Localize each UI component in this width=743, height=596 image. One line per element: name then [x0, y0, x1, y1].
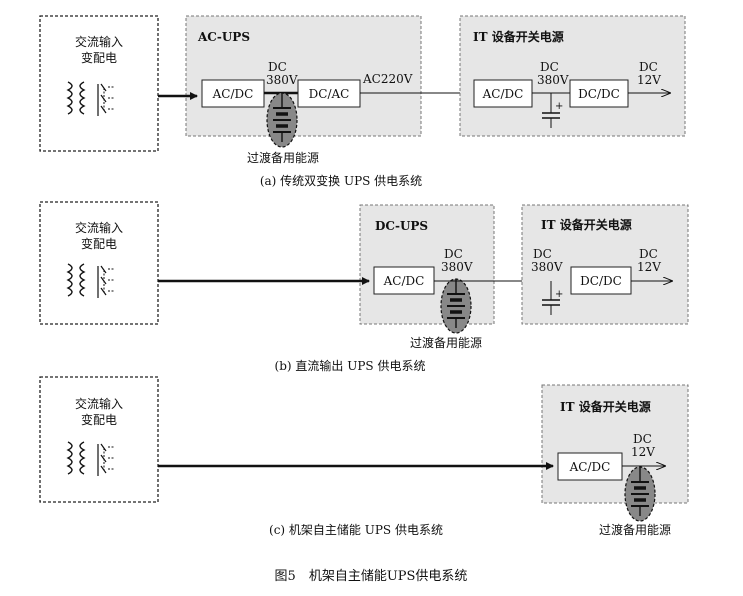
figure-caption: 图5 机架自主储能UPS供电系统 — [275, 569, 468, 584]
dc-ups-box: DC-UPS — [359, 204, 495, 325]
caption-a: (a) 传统双变换 UPS 供电系统 — [260, 173, 422, 188]
caption-b: (b) 直流输出 UPS 供电系统 — [275, 358, 426, 373]
panel-b: 交流输入 变配电 DC-UPS AC/DC DC 380V 过渡备用能源 IT … — [39, 201, 689, 373]
out-dc-label-b: DC — [639, 247, 658, 261]
dc-label-b: DC — [444, 247, 463, 261]
backup-label-c: 过渡备用能源 — [599, 522, 671, 537]
dc-voltage-a: 380V — [266, 73, 298, 87]
it-dc-voltage-a: 380V — [537, 73, 569, 87]
source-line1: 交流输入 — [75, 396, 123, 411]
it-ac-dc-block-a — [473, 79, 533, 108]
dc-ac-label-a: DC/AC — [309, 87, 350, 101]
panel-c: 交流输入 变配电 IT 设备开关电源 AC/DC DC 12V 过渡备用能源 (… — [39, 376, 689, 537]
source-line2: 变配电 — [81, 236, 117, 251]
battery-icon-a — [265, 91, 299, 149]
it-dc-label-a: DC — [540, 60, 559, 74]
it-psu-box-c: IT 设备开关电源 — [541, 384, 689, 504]
caption-c: (c) 机架自主储能 UPS 供电系统 — [269, 522, 443, 537]
out-voltage-c: 12V — [631, 445, 655, 459]
cap-plus-b: + — [555, 289, 563, 300]
it-psu-box-b: IT 设备开关电源 — [521, 204, 689, 325]
dc-ac-block-a — [297, 79, 361, 108]
source-line1: 交流输入 — [75, 34, 123, 49]
ac-dc-block-a — [201, 79, 265, 108]
ac-dc-block-b — [373, 266, 435, 295]
it-psu-title-c: IT 设备开关电源 — [560, 399, 651, 414]
ac220-label-a: AC220V — [362, 72, 413, 86]
capacitor-icon-b: + — [542, 281, 563, 315]
it-ac-dc-label-c: AC/DC — [569, 460, 611, 474]
it-dc-dc-label-b: DC/DC — [580, 274, 622, 288]
dc-voltage-b: 380V — [441, 260, 473, 274]
it-psu-title-b: IT 设备开关电源 — [541, 217, 632, 232]
it-dc-dc-label-a: DC/DC — [578, 87, 620, 101]
out-voltage-a: 12V — [637, 73, 661, 87]
it-psu-box-a: IT 设备开关电源 — [459, 15, 686, 137]
ac-dc-label-a: AC/DC — [212, 87, 254, 101]
ac-ups-box: AC-UPS — [185, 15, 422, 137]
panel-a: 交流输入 变配电 AC-UPS AC/DC DC 380V DC/AC 过渡备用… — [39, 15, 686, 188]
battery-icon-c — [623, 465, 657, 523]
it-ac-dc-block-c — [557, 452, 623, 481]
ac-source-c: 交流输入 变配电 — [39, 376, 159, 503]
it-dc-voltage-b: 380V — [531, 260, 563, 274]
cap-plus-a: + — [555, 101, 563, 112]
backup-label-a: 过渡备用能源 — [247, 150, 319, 165]
backup-label-b: 过渡备用能源 — [410, 335, 482, 350]
ac-source-b: 交流输入 变配电 — [39, 201, 159, 325]
dc-label-a: DC — [268, 60, 287, 74]
ac-dc-label-b: AC/DC — [383, 274, 425, 288]
source-line2: 变配电 — [81, 50, 117, 65]
it-dc-label-b: DC — [533, 247, 552, 261]
out-dc-label-a: DC — [639, 60, 658, 74]
battery-icon-b — [439, 277, 473, 335]
out-voltage-b: 12V — [637, 260, 661, 274]
ac-source-a: 交流输入 变配电 — [39, 15, 159, 152]
ac-ups-title: AC-UPS — [197, 30, 250, 44]
source-line1: 交流输入 — [75, 220, 123, 235]
it-psu-title-a: IT 设备开关电源 — [473, 29, 564, 44]
dc-ups-title: DC-UPS — [375, 219, 428, 233]
it-dc-dc-block-b — [570, 266, 632, 295]
it-dc-dc-block-a — [569, 79, 629, 108]
source-line2: 变配电 — [81, 412, 117, 427]
out-dc-label-c: DC — [633, 432, 652, 446]
it-ac-dc-label-a: AC/DC — [482, 87, 524, 101]
capacitor-icon-a: + — [542, 93, 563, 128]
